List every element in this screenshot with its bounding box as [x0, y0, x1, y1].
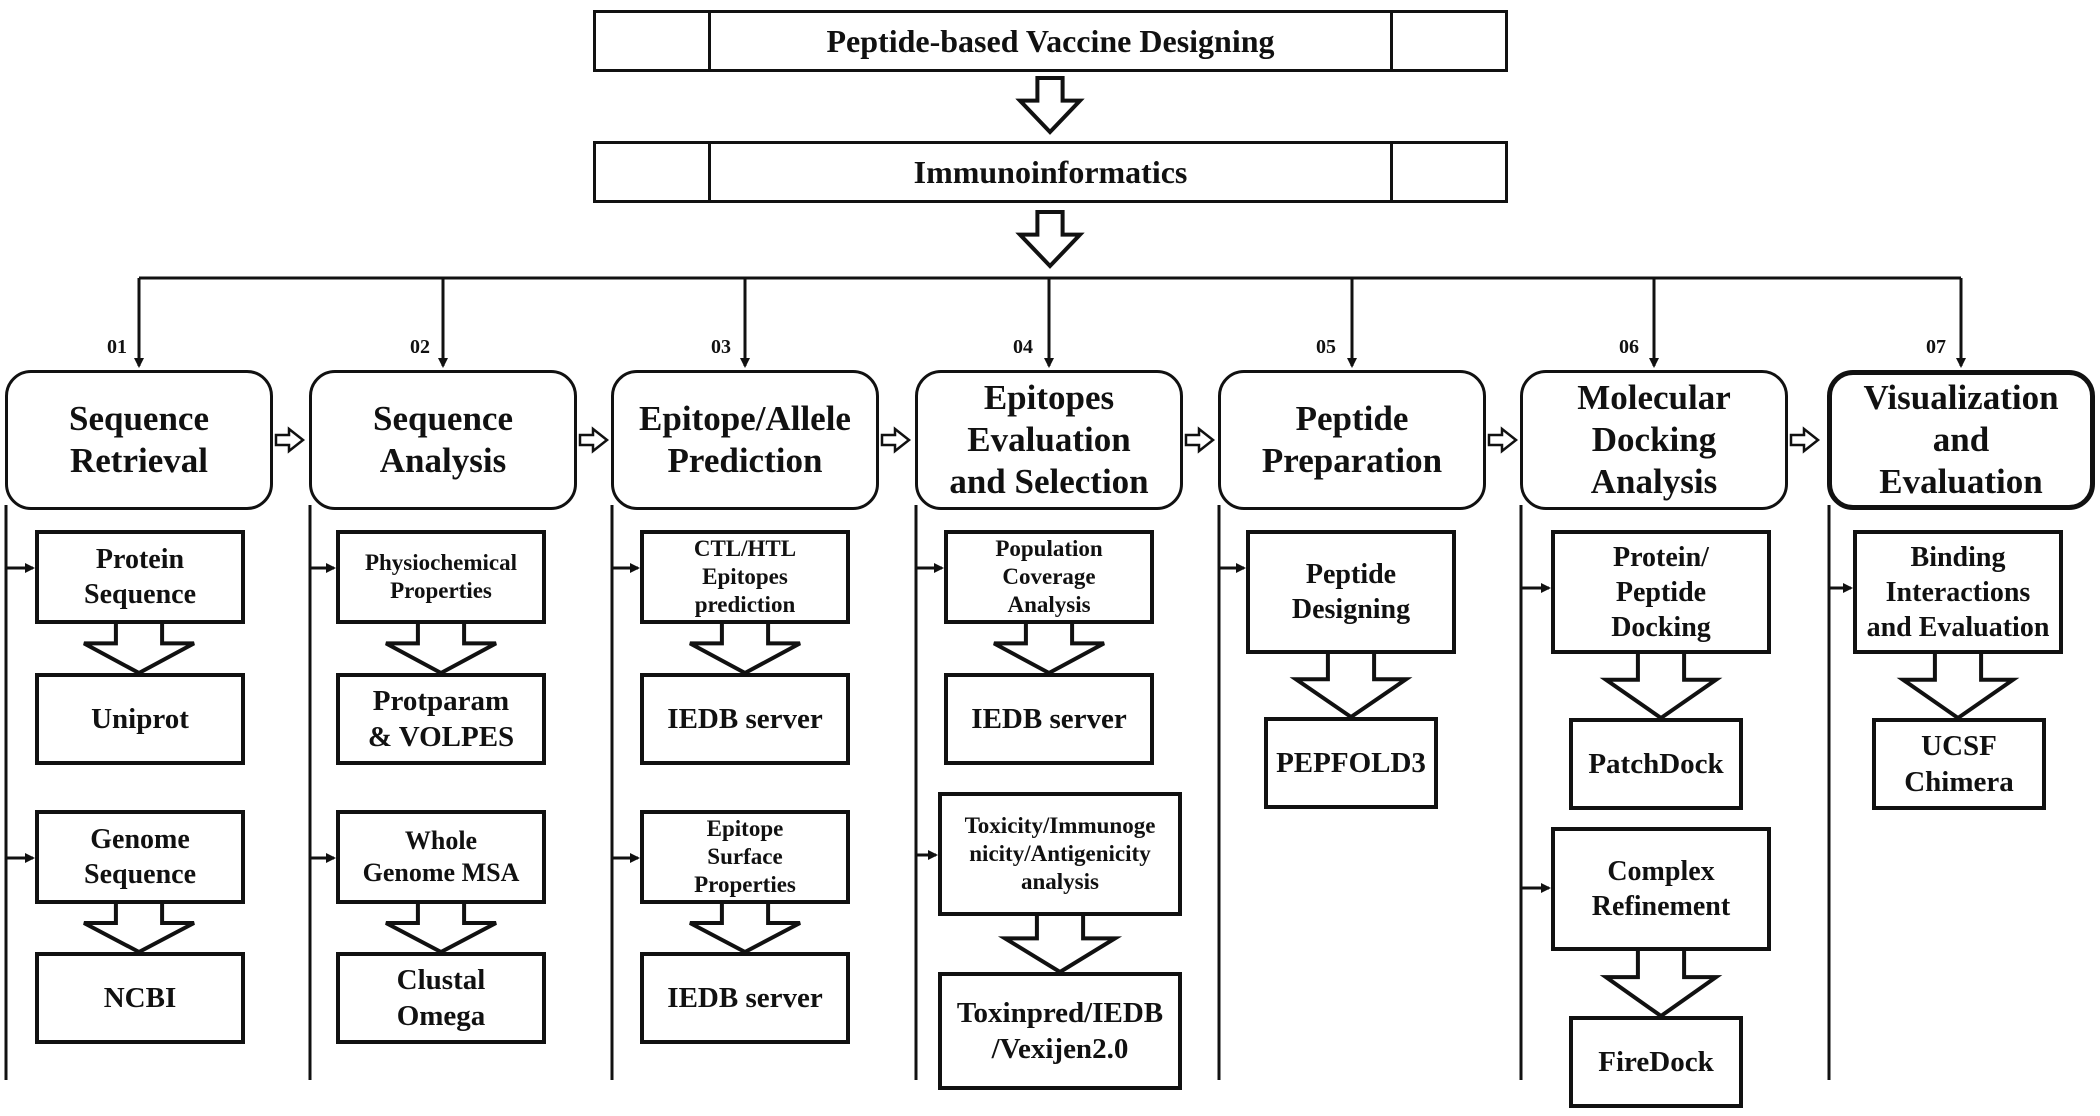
task-physiochemical-properties: Physiochemical Properties: [336, 530, 546, 624]
step-heading-sequence-retrieval: Sequence Retrieval: [5, 370, 273, 510]
task-to-tool-arrow-7: [993, 620, 1105, 676]
diagram-subtitle: Immunoinformatics: [913, 154, 1188, 190]
tool-uniprot: Uniprot: [35, 673, 245, 765]
tool-iedb-server-2: IEDB server: [640, 952, 850, 1044]
step-number-07: 07: [1926, 336, 1946, 358]
step-heading-peptide-preparation: Peptide Preparation: [1218, 370, 1486, 510]
step-heading-epitope-allele-prediction: Epitope/Allele Prediction: [611, 370, 879, 510]
task-binding-interactions-evaluation: Binding Interactions and Evaluation: [1853, 530, 2063, 654]
task-to-tool-arrow-1: [83, 620, 195, 676]
tool-iedb-server-1: IEDB server: [640, 673, 850, 765]
task-to-tool-arrow-11: [1599, 947, 1723, 1019]
tool-clustal-omega: Clustal Omega: [336, 952, 546, 1044]
subtitle-banner: Immunoinformatics: [593, 141, 1508, 203]
task-to-tool-arrow-12: [1896, 650, 2020, 721]
task-protein-peptide-docking: Protein/ Peptide Docking: [1551, 530, 1771, 654]
down-arrow-subtitle-to-bus: [1015, 210, 1085, 269]
tool-iedb-server-3: IEDB server: [944, 673, 1154, 765]
task-population-coverage-analysis: Population Coverage Analysis: [944, 530, 1154, 624]
step-heading-visualization-evaluation: Visualization and Evaluation: [1827, 370, 2095, 510]
task-protein-sequence: Protein Sequence: [35, 530, 245, 624]
heading-link-arrow-5: [1487, 426, 1519, 454]
task-to-tool-arrow-4: [385, 900, 497, 955]
task-epitope-surface-properties: Epitope Surface Properties: [640, 810, 850, 904]
step-number-05: 05: [1316, 336, 1336, 358]
task-whole-genome-msa: Whole Genome MSA: [336, 810, 546, 904]
step-heading-sequence-analysis: Sequence Analysis: [309, 370, 577, 510]
diagram-title: Peptide-based Vaccine Designing: [826, 23, 1275, 59]
task-to-tool-arrow-6: [689, 900, 801, 955]
step-number-04: 04: [1013, 336, 1033, 358]
step-heading-molecular-docking: Molecular Docking Analysis: [1520, 370, 1788, 510]
heading-link-arrow-1: [274, 426, 306, 454]
tool-protparam-volpes: Protparam & VOLPES: [336, 673, 546, 765]
heading-link-arrow-3: [880, 426, 912, 454]
task-toxicity-immunogenicity-antigenicity: Toxicity/Immunoge nicity/Antigenicity an…: [938, 792, 1182, 916]
heading-link-arrow-6: [1789, 426, 1821, 454]
task-to-tool-arrow-2: [83, 900, 195, 955]
heading-link-arrow-2: [578, 426, 610, 454]
tool-toxinpred-iedb-vexijen: Toxinpred/IEDB /Vexijen2.0: [938, 972, 1182, 1090]
step-number-03: 03: [711, 336, 731, 358]
task-to-tool-arrow-10: [1599, 650, 1723, 721]
task-to-tool-arrow-3: [385, 620, 497, 676]
step-number-02: 02: [410, 336, 430, 358]
tool-ncbi: NCBI: [35, 952, 245, 1044]
step-number-01: 01: [107, 336, 127, 358]
tool-ucsf-chimera: UCSF Chimera: [1872, 718, 2046, 810]
step-heading-epitopes-evaluation: Epitopes Evaluation and Selection: [915, 370, 1183, 510]
tool-pepfold3: PEPFOLD3: [1264, 717, 1438, 809]
task-genome-sequence: Genome Sequence: [35, 810, 245, 904]
tool-patchdock: PatchDock: [1569, 718, 1743, 810]
task-ctl-htl-epitopes-prediction: CTL/HTL Epitopes prediction: [640, 530, 850, 624]
task-complex-refinement: Complex Refinement: [1551, 827, 1771, 951]
step-number-06: 06: [1619, 336, 1639, 358]
tool-firedock: FireDock: [1569, 1016, 1743, 1108]
down-arrow-title-to-subtitle: [1015, 76, 1085, 135]
task-to-tool-arrow-5: [689, 620, 801, 676]
task-to-tool-arrow-9: [1289, 650, 1413, 720]
heading-link-arrow-4: [1184, 426, 1216, 454]
task-to-tool-arrow-8: [997, 912, 1123, 975]
task-peptide-designing: Peptide Designing: [1246, 530, 1456, 654]
title-banner: Peptide-based Vaccine Designing: [593, 10, 1508, 72]
